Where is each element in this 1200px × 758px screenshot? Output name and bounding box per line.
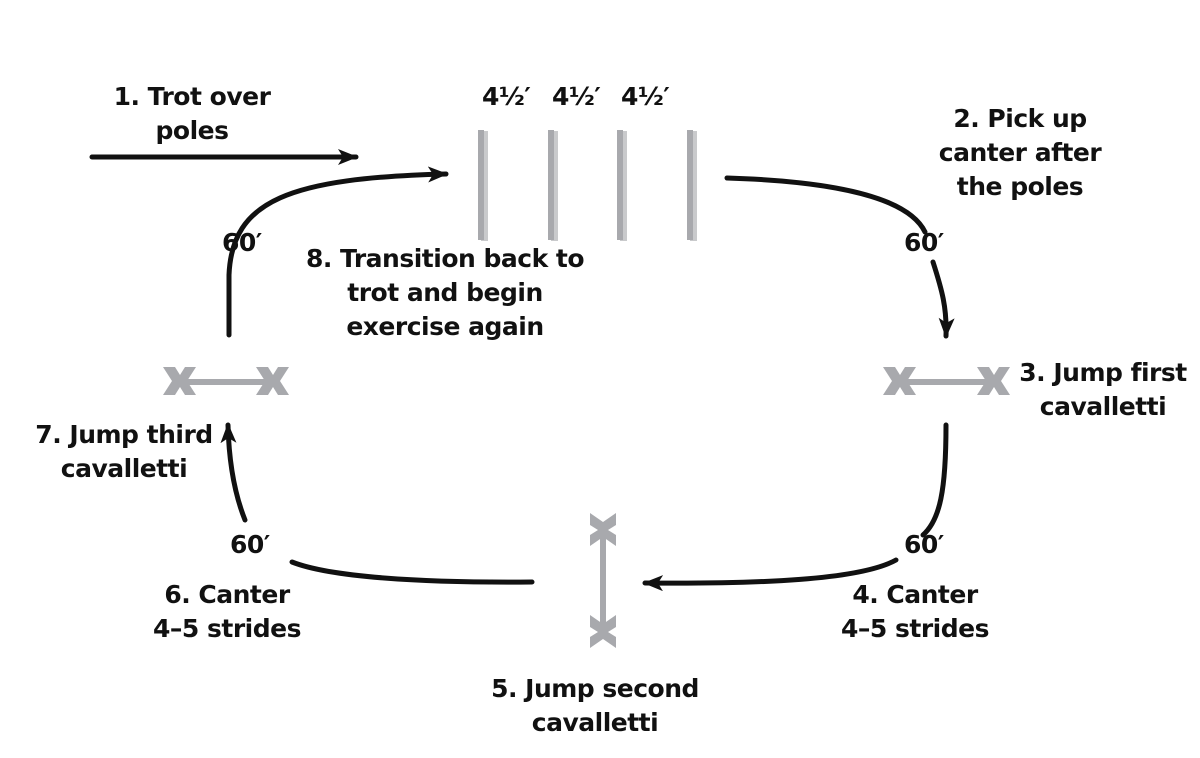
step-5-label: 5. Jump second cavalletti [470,672,720,740]
step-5-line: 5. Jump second [491,674,699,703]
ground-pole [551,131,558,241]
step-3-label: 3. Jump first cavalletti [1008,356,1198,424]
step-3-line: 3. Jump first [1019,358,1187,387]
step-6-label: 6. Canter 4–5 strides [142,578,312,646]
step-2-line: the poles [956,172,1084,201]
step-4-label: 4. Canter 4–5 strides [830,578,1000,646]
step-7-label: 7. Jump third cavalletti [24,418,224,486]
arrow-poles-to-3 [724,175,946,336]
step-4-line: 4–5 strides [841,614,989,643]
ground-poles [478,130,697,241]
pole-spacing-label: 4½′ [552,82,601,111]
step-8-label: 8. Transition back to trot and begin exe… [300,242,590,344]
step-5-line: cavalletti [531,708,659,737]
step-8-line: exercise again [346,312,544,341]
arrow-5-to-7 [228,425,535,585]
cavalletti-second [590,513,616,648]
distance-label-top-left: 60′ [222,228,262,257]
step-1-label: 1. Trot over poles [92,80,292,148]
ground-pole [687,130,693,240]
step-6-line: 4–5 strides [153,614,301,643]
ground-pole [481,131,488,241]
step-2-line: canter after [938,138,1102,167]
pole-spacing-label: 4½′ [621,82,670,111]
step-8-line: trot and begin [347,278,543,307]
arrow-8-to-poles [226,166,449,338]
ground-pole [478,130,484,240]
step-2-label: 2. Pick up canter after the poles [925,102,1115,204]
step-2-line: 2. Pick up [953,104,1087,133]
step-3-line: cavalletti [1039,392,1167,421]
step-8-line: 8. Transition back to [305,244,585,273]
ground-pole [690,131,697,241]
distance-label-bottom-right: 60′ [904,530,944,559]
step-7-line: 7. Jump third [35,420,213,449]
step-4-line: 4. Canter [852,580,978,609]
distance-label-top-right: 60′ [904,228,944,257]
pole-spacing-label: 4½′ [482,82,531,111]
step-7-line: cavalletti [60,454,188,483]
step-6-line: 6. Canter [164,580,290,609]
step-1-line: 1. Trot over [113,82,271,111]
ground-pole [548,130,554,240]
cavalletti-first [883,367,1010,395]
arrow-3-to-5 [645,422,949,583]
ground-pole [617,130,623,240]
step-1-line: poles [155,116,229,145]
ground-pole [620,131,627,241]
distance-label-bottom-left: 60′ [230,530,270,559]
route-arrows [89,149,949,585]
cavalletti-third [163,367,289,395]
